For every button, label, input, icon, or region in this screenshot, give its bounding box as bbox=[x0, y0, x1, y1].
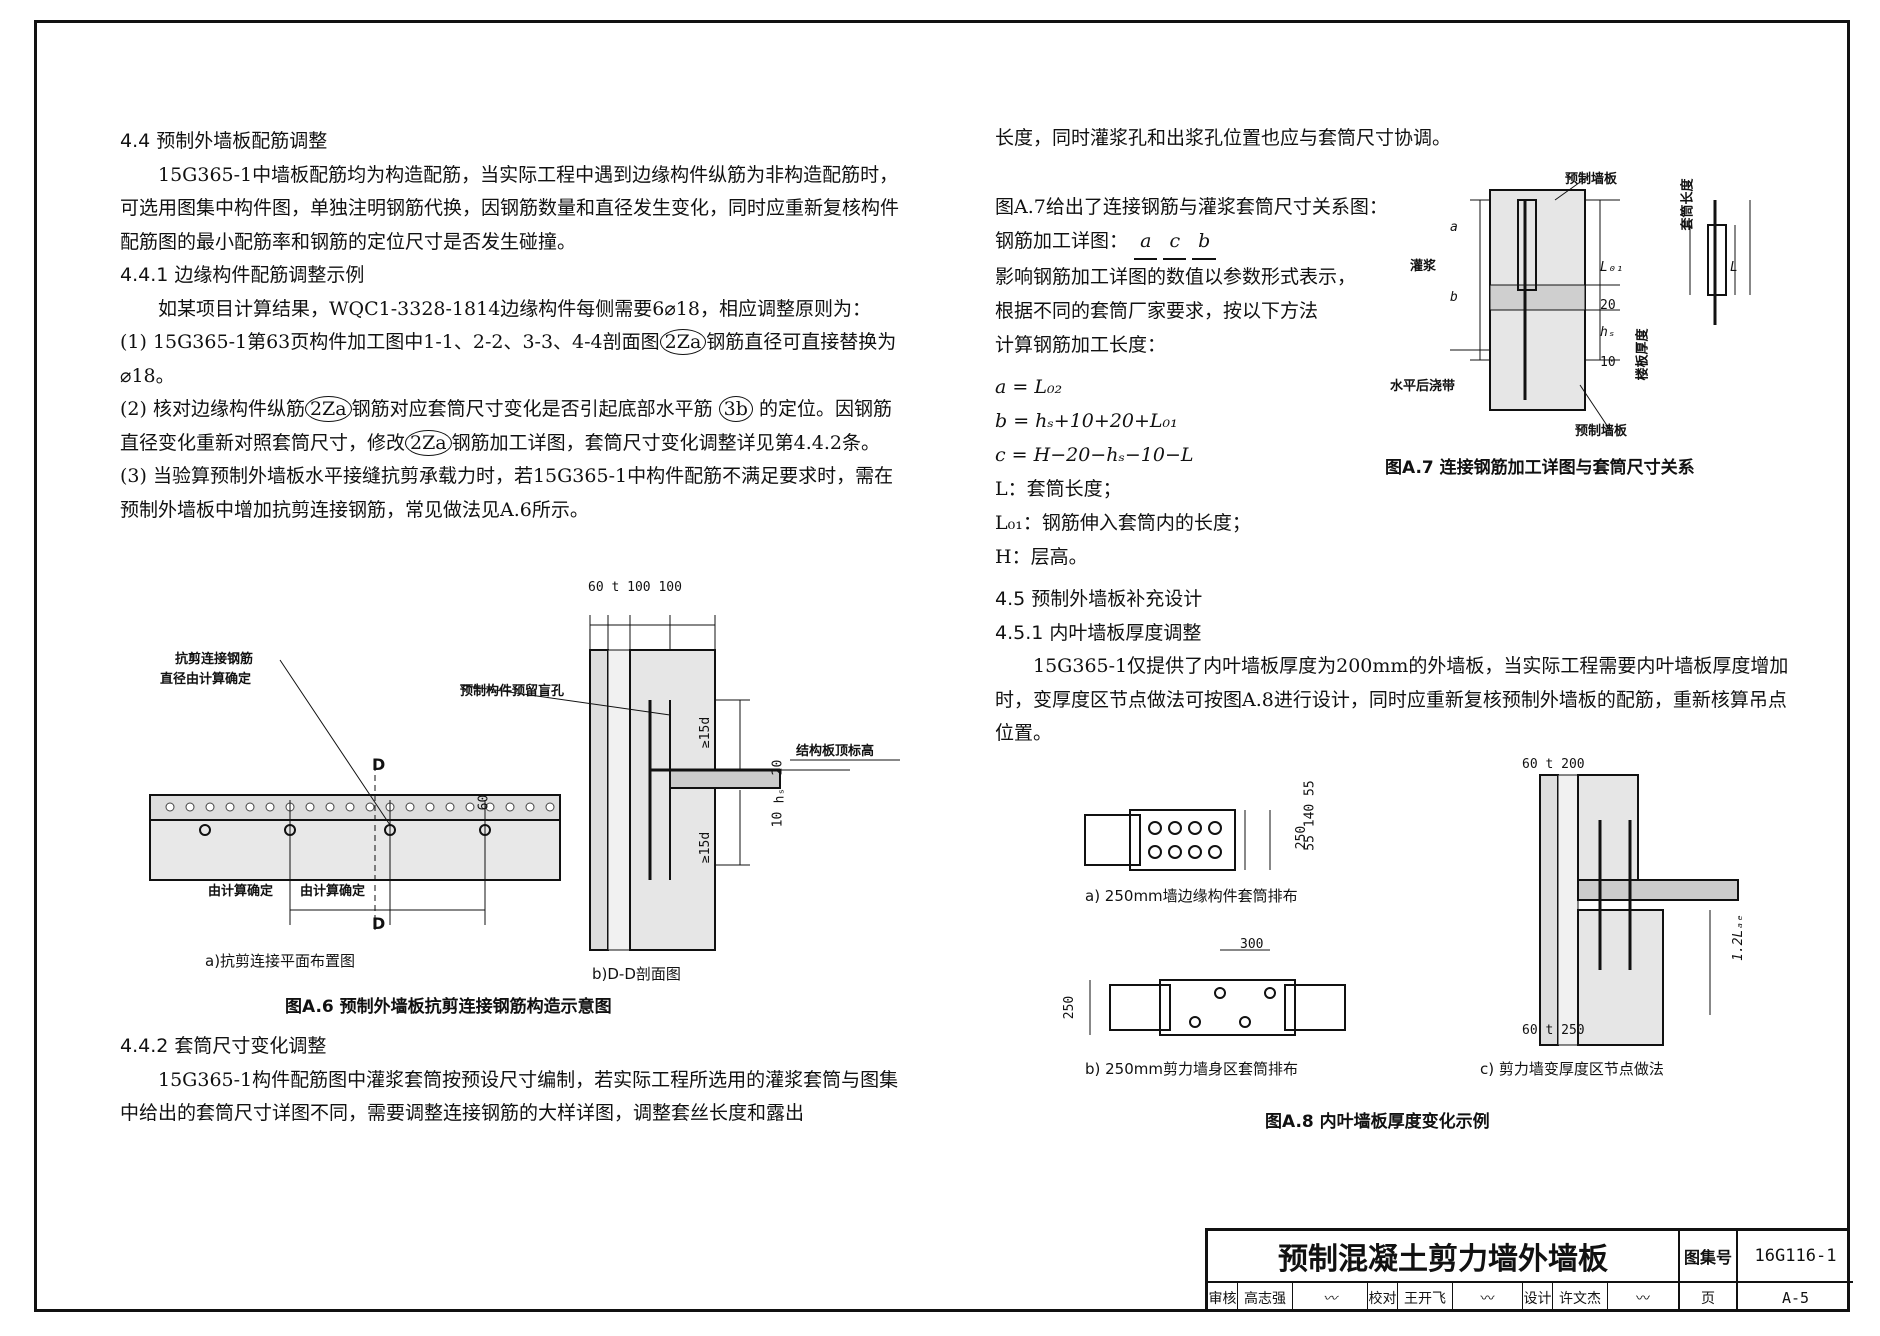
fig8-dim-b-250: 250 bbox=[1062, 995, 1078, 1020]
figure-a7-drawing bbox=[1450, 174, 1751, 431]
item-1: (1) 15G365-1第63页构件加工图中1-1、2-2、3-3、4-4剖面图… bbox=[120, 329, 897, 387]
fig7-label-b: b bbox=[1450, 290, 1458, 305]
check-label: 校对 bbox=[1368, 1283, 1398, 1312]
design-name: 许文杰 bbox=[1553, 1283, 1608, 1312]
fig7-label-l: L bbox=[1730, 260, 1738, 275]
dim-20: 20 bbox=[770, 759, 786, 776]
dim-15d-lower: ≥15d bbox=[698, 831, 714, 864]
fig8-dim-c-bottom: 60 t 250 bbox=[1522, 1023, 1585, 1038]
note-slab-top: 结构板顶标高 bbox=[796, 744, 875, 759]
item-3: (3) 当验算预制外墙板水平接缝抗剪承载力时，若15G365-1中构件配筋不满足… bbox=[120, 465, 894, 521]
check-signature: 〰 bbox=[1453, 1283, 1523, 1312]
callout-3b: 3b bbox=[718, 396, 753, 422]
design-label: 设计 bbox=[1523, 1283, 1553, 1312]
review-signature: 〰 bbox=[1293, 1283, 1368, 1312]
note-grout: 灌浆 bbox=[1410, 259, 1437, 274]
review-name: 高志强 bbox=[1238, 1283, 1293, 1312]
check-name: 王开飞 bbox=[1398, 1283, 1453, 1312]
note-wall-upper: 预制墙板 bbox=[1565, 172, 1618, 187]
title-block: 预制混凝土剪力墙外墙板 图集号 16G116-1 审核 高志强 〰 校对 王开飞… bbox=[1205, 1228, 1853, 1312]
fig8-sub-c: c) 剪力墙变厚度区节点做法 bbox=[1480, 1060, 1664, 1078]
param-line-3: 计算钢筋加工长度： bbox=[995, 334, 1167, 356]
section-mark-d-top: D bbox=[372, 755, 386, 774]
formula-a: a = L₀₂ bbox=[995, 376, 1063, 398]
paragraph-4-4-1: 如某项目计算结果，WQC1-3328-1814边缘构件每侧需要6⌀18，相应调整… bbox=[158, 297, 871, 320]
left-bottom-column: 4.4.2 套筒尺寸变化调整 15G365-1构件配筋图中灌浆套筒按预设尺寸编制… bbox=[120, 1030, 904, 1131]
heading-4-5-1: 4.5.1 内叶墙板厚度调整 bbox=[995, 621, 1202, 644]
callout-2za: 2Za bbox=[659, 329, 707, 355]
note-horizontal-band: 水平后浇带 bbox=[1390, 379, 1456, 394]
fig6-caption: 图A.6 预制外墙板抗剪连接钢筋构造示意图 bbox=[285, 997, 612, 1017]
note-calc-2: 由计算确定 bbox=[300, 884, 366, 899]
heading-4-4: 4.4 预制外墙板配筋调整 bbox=[120, 130, 328, 152]
fig7-label-a: a bbox=[1450, 220, 1458, 235]
note-wall-lower: 预制墙板 bbox=[1575, 424, 1628, 439]
atlas-number-label: 图集号 bbox=[1680, 1231, 1738, 1283]
fig8-dim-a-250: 250 bbox=[1294, 825, 1310, 850]
page-label: 页 bbox=[1680, 1283, 1738, 1312]
param-line-1: 影响钢筋加工详图的数值以参数形式表示， bbox=[995, 266, 1357, 288]
dim-15d-upper: ≥15d bbox=[698, 716, 714, 749]
note-shear-rebar: 抗剪连接钢筋 bbox=[175, 652, 254, 667]
drawing-frame bbox=[34, 20, 1850, 1312]
detail-a: a bbox=[1134, 224, 1158, 260]
page-number: A-5 bbox=[1781, 1288, 1810, 1307]
review-label: 审核 bbox=[1208, 1283, 1238, 1312]
detail-c: c bbox=[1163, 224, 1187, 260]
def-L: L：套筒长度； bbox=[995, 478, 1122, 500]
note-sleeve-length: 套筒长度 bbox=[1680, 178, 1696, 231]
paragraph-4-4: 15G365-1中墙板配筋均为构造配筋，当实际工程中遇到边缘构件纵筋为非构造配筋… bbox=[120, 163, 900, 253]
callout-2za: 2Za bbox=[405, 429, 452, 456]
callout-2za: 2Za bbox=[304, 396, 352, 422]
note-blind-hole: 预制构件预留盲孔 bbox=[460, 684, 565, 699]
def-H: H：层高。 bbox=[995, 546, 1088, 568]
note-slab-thickness: 楼板厚度 bbox=[1635, 328, 1651, 381]
fig7-caption: 图A.7 连接钢筋加工详图与套筒尺寸关系 bbox=[1385, 458, 1695, 478]
fig8-caption: 图A.8 内叶墙板厚度变化示例 bbox=[1265, 1112, 1490, 1132]
fig7-label-hs: hₛ bbox=[1600, 325, 1616, 340]
dim-hs: hₛ bbox=[772, 787, 788, 804]
fig6-sub-a: a)抗剪连接平面布置图 bbox=[205, 952, 356, 970]
right-top-text: 长度，同时灌浆孔和出浆孔位置也应与套筒尺寸协调。 bbox=[995, 127, 1452, 149]
section-mark-d-bottom: D bbox=[372, 914, 386, 933]
heading-4-5: 4.5 预制外墙板补充设计 bbox=[995, 588, 1203, 610]
paragraph-4-5-1: 15G365-1仅提供了内叶墙板厚度为200mm的外墙板，当实际工程需要内叶墙板… bbox=[995, 655, 1789, 744]
dims-top: 60 t 100 100 bbox=[588, 580, 682, 595]
fig8-sub-a: a) 250mm墙边缘构件套筒排布 bbox=[1085, 887, 1298, 905]
note-calc-1: 由计算确定 bbox=[208, 884, 274, 899]
fig8-dim-c-top: 60 t 200 bbox=[1522, 757, 1585, 772]
formula-c: c = H−20−hₛ−10−L bbox=[995, 444, 1194, 466]
dim-10: 10 bbox=[770, 811, 786, 828]
fig8-dim-b-300: 300 bbox=[1240, 937, 1264, 952]
fig7-label-10: 10 bbox=[1600, 355, 1616, 370]
heading-4-4-2: 4.4.2 套筒尺寸变化调整 bbox=[120, 1035, 327, 1057]
right-fig7-text: 图A.7给出了连接钢筋与灌浆套筒尺寸关系图： 钢筋加工详图： a c b 影响钢… bbox=[995, 190, 1415, 574]
heading-4-4-1: 4.4.1 边缘构件配筋调整示例 bbox=[120, 264, 365, 286]
title-block-title: 预制混凝土剪力墙外墙板 bbox=[1208, 1231, 1680, 1283]
left-column: 4.4 预制外墙板配筋调整 15G365-1中墙板配筋均为构造配筋，当实际工程中… bbox=[120, 125, 904, 527]
fig7-label-20: 20 bbox=[1600, 298, 1616, 313]
def-L01: L₀₁：钢筋伸入套筒内的长度； bbox=[995, 512, 1251, 534]
fig8-dim-c-side: 1.2Lₐₑ bbox=[1730, 914, 1746, 961]
dim-60: 60 bbox=[476, 794, 492, 811]
note-diameter: 直径由计算确定 bbox=[160, 672, 252, 687]
right-section-4-5: 4.5 预制外墙板补充设计 4.5.1 内叶墙板厚度调整 15G365-1仅提供… bbox=[995, 583, 1795, 751]
figure-a6-drawing bbox=[149, 615, 900, 951]
formula-b: b = hₛ+10+20+L₀₁ bbox=[995, 410, 1178, 432]
paragraph-4-4-2: 15G365-1构件配筋图中灌浆套筒按预设尺寸编制，若实际工程所选用的灌浆套筒与… bbox=[120, 1068, 899, 1125]
atlas-number: 16G116-1 bbox=[1738, 1231, 1853, 1283]
detail-b: b bbox=[1192, 224, 1217, 260]
figure-a8-drawing bbox=[1084, 774, 1739, 1046]
fig6-sub-b: b)D-D剖面图 bbox=[592, 965, 681, 983]
fig8-sub-b: b) 250mm剪力墙身区套筒排布 bbox=[1085, 1060, 1298, 1078]
design-signature: 〰 bbox=[1608, 1283, 1680, 1312]
fig7-intro: 图A.7给出了连接钢筋与灌浆套筒尺寸关系图： bbox=[995, 196, 1388, 218]
fig7-label-l01: L₀₁ bbox=[1600, 260, 1624, 275]
param-line-2: 根据不同的套筒厂家要求，按以下方法 bbox=[995, 300, 1319, 322]
detail-line: 钢筋加工详图： a c b bbox=[995, 224, 1415, 260]
